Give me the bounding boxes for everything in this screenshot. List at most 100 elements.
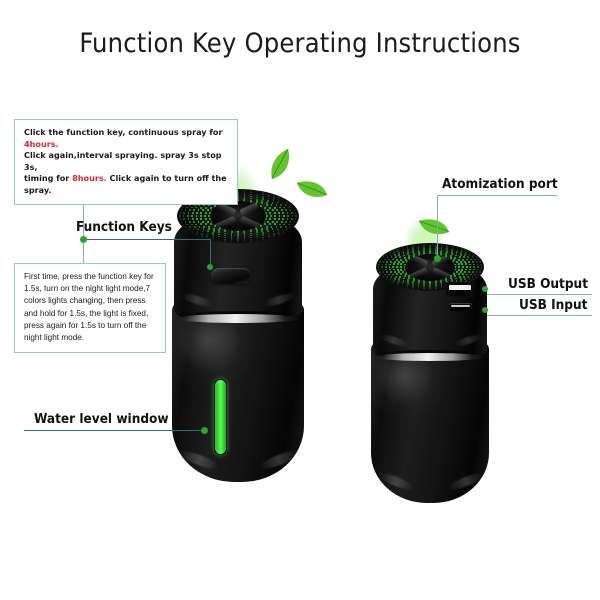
grille-dot xyxy=(402,285,404,287)
grille-dot xyxy=(282,199,284,201)
leader-line-atomization-drop xyxy=(437,195,438,259)
grille-dot xyxy=(423,287,425,289)
grille-dot xyxy=(183,212,185,214)
grille-dot xyxy=(212,234,214,236)
grille-dot xyxy=(464,254,466,256)
grille-dot xyxy=(250,238,252,241)
grille-dot xyxy=(224,236,226,239)
grille-dot xyxy=(445,278,448,281)
grille-dot xyxy=(282,215,285,217)
grille-dot xyxy=(389,252,391,254)
grille-dot xyxy=(403,256,406,259)
grille-dot xyxy=(390,271,393,273)
leader-line-water-level xyxy=(24,430,204,432)
grille-dot xyxy=(184,221,187,223)
grille-dot xyxy=(417,247,420,249)
grille-dot xyxy=(188,228,190,231)
grille-dot xyxy=(458,275,461,278)
grille-dot xyxy=(186,206,188,209)
grille-dot xyxy=(408,275,411,278)
grille-dot xyxy=(191,212,194,214)
grille-dot xyxy=(275,204,278,206)
grille-dot xyxy=(417,286,420,289)
grille-dot xyxy=(388,266,391,268)
grille-dot xyxy=(288,206,290,209)
grille-dot xyxy=(203,225,206,228)
grille-dot xyxy=(202,228,205,231)
grille-dot xyxy=(397,284,399,286)
grille-dot xyxy=(193,209,195,212)
grille-dot xyxy=(412,247,414,250)
grille-dot xyxy=(190,223,193,226)
grille-dot xyxy=(407,286,409,289)
label-water-level-window: Water level window xyxy=(34,411,169,427)
grille-dot xyxy=(276,228,279,231)
grille-dot xyxy=(273,212,276,215)
grille-dot xyxy=(384,258,386,261)
leaf-icon xyxy=(296,181,328,197)
grille-dot xyxy=(286,212,289,214)
grille-dot xyxy=(423,285,426,288)
leaf-icon xyxy=(418,219,450,235)
grille-dot xyxy=(383,256,385,258)
grille-dot xyxy=(474,273,476,276)
label-atomization-port: Atomization port xyxy=(442,176,558,192)
grille-dot xyxy=(285,209,288,212)
grille-dot xyxy=(469,252,471,254)
grille-dot xyxy=(384,273,386,276)
grille-dot xyxy=(282,231,284,233)
grille-dot xyxy=(255,198,258,201)
grille-dot xyxy=(412,282,415,285)
grille-dot xyxy=(465,268,468,271)
grille-dot xyxy=(202,209,205,212)
grille-dot xyxy=(264,223,267,226)
leader-line-function-keys xyxy=(86,239,211,241)
metallic-seam-ring-left xyxy=(176,314,300,323)
leader-line-atomization-underline xyxy=(437,195,557,196)
grille-dot xyxy=(392,266,395,268)
grille-dot xyxy=(429,284,431,286)
grille-dot xyxy=(465,252,467,254)
grille-dot xyxy=(191,215,194,217)
grille-dot xyxy=(402,270,405,273)
grille-dot xyxy=(195,223,198,226)
grille-dot xyxy=(429,248,431,250)
grille-dot xyxy=(280,204,283,206)
grille-dot xyxy=(206,220,209,223)
grille-dot xyxy=(207,228,210,230)
grille-dot xyxy=(202,220,205,223)
grille-dot xyxy=(475,276,477,278)
grille-dot xyxy=(381,263,384,266)
grille-dot xyxy=(291,223,294,226)
grille-dot xyxy=(218,239,220,241)
grille-dot xyxy=(256,235,258,238)
grille-dot xyxy=(446,247,448,250)
usb-input-port xyxy=(449,303,472,311)
grille-dot xyxy=(278,206,281,209)
function-key-button[interactable] xyxy=(211,268,251,284)
callout-spray-8hours: 8hours. xyxy=(72,173,107,184)
grille-dot xyxy=(453,263,456,266)
grille-dot xyxy=(435,287,437,289)
grille-dot xyxy=(277,231,280,233)
grille-dot xyxy=(294,212,297,214)
grille-dot xyxy=(382,271,385,273)
grille-dot xyxy=(381,268,384,271)
grille-dot xyxy=(291,212,293,214)
grille-dot xyxy=(192,228,195,231)
grille-dot xyxy=(283,206,286,209)
grille-dot xyxy=(281,201,284,204)
grille-dot xyxy=(196,233,198,235)
grille-dot xyxy=(293,209,296,211)
grille-dot xyxy=(456,248,459,251)
grille-dot xyxy=(474,258,476,261)
grille-dot xyxy=(180,221,183,223)
grille-dot xyxy=(450,279,453,282)
leader-line-usb-output xyxy=(487,294,592,295)
grille-dot xyxy=(412,284,414,287)
grille-dot xyxy=(207,230,209,233)
grille-dot xyxy=(261,229,264,232)
grille-dot xyxy=(224,238,226,241)
grille-dot xyxy=(243,235,246,237)
grille-dot xyxy=(276,220,279,223)
